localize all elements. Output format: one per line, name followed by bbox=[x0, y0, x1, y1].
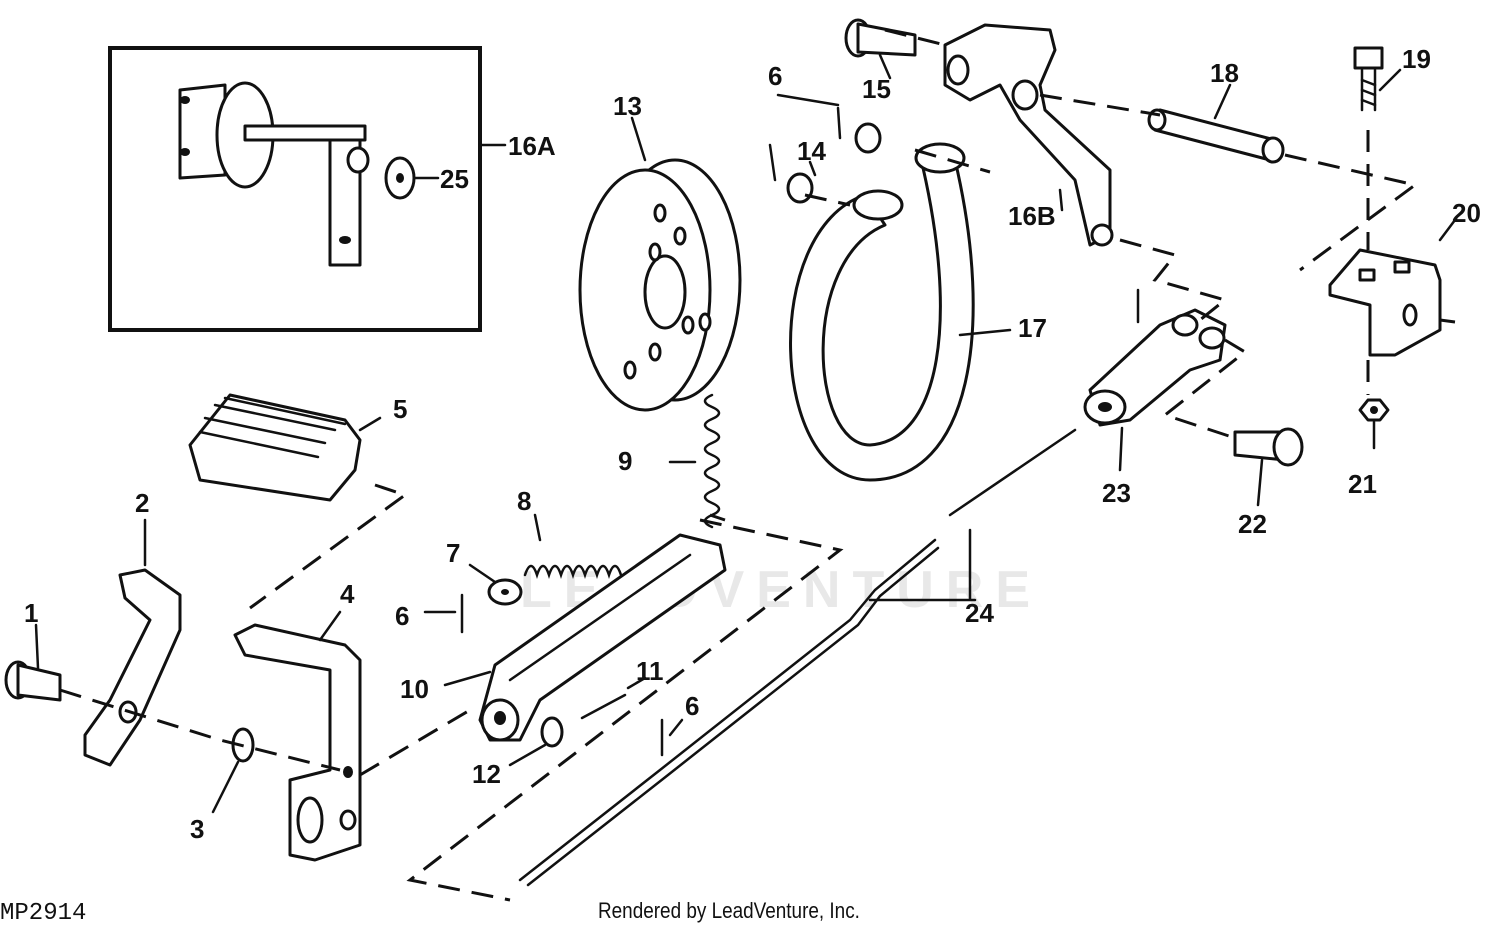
label-16a: 16A bbox=[508, 131, 556, 161]
part-13-brake-drum bbox=[578, 116, 742, 412]
part-7-washer bbox=[468, 563, 523, 606]
callout-labels: 1 2 3 4 5 6 6 6 7 8 9 10 11 12 13 14 15 … bbox=[24, 44, 1481, 844]
part-10-brake-arm bbox=[443, 533, 727, 742]
part-5-pedal-pad bbox=[188, 393, 382, 502]
part-11-cotter-pin bbox=[580, 676, 647, 720]
label-3: 3 bbox=[190, 814, 204, 844]
part-18-shaft bbox=[1147, 83, 1285, 164]
label-9: 9 bbox=[618, 446, 632, 476]
part-4-bracket bbox=[233, 610, 362, 862]
label-17: 17 bbox=[1018, 313, 1047, 343]
assembly-lines bbox=[59, 28, 1456, 902]
label-22: 22 bbox=[1238, 509, 1267, 539]
part-23-clevis bbox=[1083, 288, 1227, 472]
label-1: 1 bbox=[24, 598, 38, 628]
label-6-top: 6 bbox=[768, 61, 782, 91]
part-9-spring bbox=[668, 393, 721, 529]
label-11: 11 bbox=[636, 656, 664, 686]
label-4: 4 bbox=[340, 579, 355, 609]
label-6-left: 6 bbox=[395, 601, 409, 631]
label-8: 8 bbox=[517, 486, 531, 516]
label-20: 20 bbox=[1452, 198, 1481, 228]
part-6-pin-left bbox=[423, 593, 464, 634]
label-7: 7 bbox=[446, 538, 460, 568]
part-20-bracket bbox=[1328, 218, 1457, 357]
label-24: 24 bbox=[965, 598, 994, 628]
label-23: 23 bbox=[1102, 478, 1131, 508]
part-2-lever bbox=[83, 518, 182, 767]
label-14: 14 bbox=[797, 136, 826, 166]
label-10: 10 bbox=[400, 674, 429, 704]
part-17-brake-band bbox=[789, 142, 1012, 482]
label-18: 18 bbox=[1210, 58, 1239, 88]
part-21-nut bbox=[1358, 398, 1390, 450]
figure-code: MP2914 bbox=[0, 900, 87, 927]
label-21: 21 bbox=[1348, 469, 1377, 499]
part-8-spring bbox=[523, 513, 623, 579]
part-6-pin-bottom bbox=[660, 718, 684, 757]
part-12-washer bbox=[508, 716, 564, 767]
part-6-pin-top bbox=[768, 93, 842, 182]
label-2: 2 bbox=[135, 488, 149, 518]
label-6-bottom: 6 bbox=[685, 691, 699, 721]
label-25: 25 bbox=[440, 164, 469, 194]
label-12: 12 bbox=[472, 759, 501, 789]
part-15-bolt bbox=[844, 18, 917, 80]
inset-box-16a bbox=[108, 46, 507, 332]
part-22-clevis-pin bbox=[1233, 427, 1304, 507]
part-24-rod bbox=[518, 428, 1077, 887]
render-credit: Rendered by LeadVenture, Inc. bbox=[598, 898, 860, 923]
label-16b: 16B bbox=[1008, 201, 1056, 231]
label-15: 15 bbox=[862, 74, 891, 104]
part-16b-bracket bbox=[943, 23, 1114, 247]
label-5: 5 bbox=[393, 394, 407, 424]
part-19-bolt bbox=[1353, 46, 1402, 112]
part-3-washer bbox=[211, 727, 255, 814]
label-19: 19 bbox=[1402, 44, 1431, 74]
part-1-bolt bbox=[4, 623, 62, 702]
label-13: 13 bbox=[613, 91, 642, 121]
